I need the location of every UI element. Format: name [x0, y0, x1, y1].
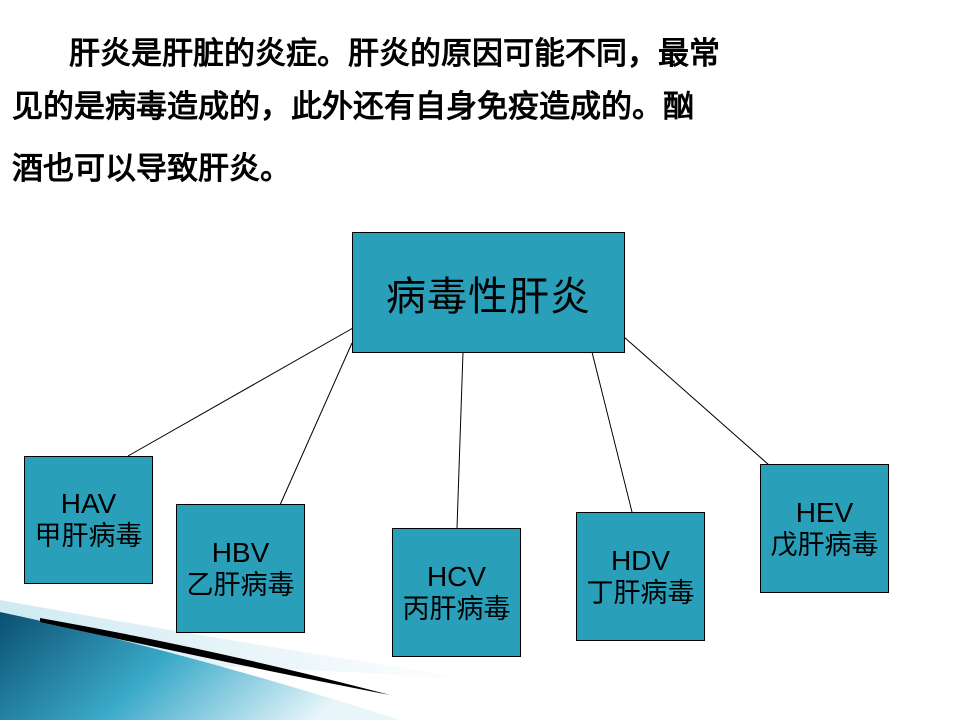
node-hav: HAV 甲肝病毒 — [24, 456, 153, 584]
node-name: 丙肝病毒 — [402, 593, 511, 625]
intro-line-1: 肝炎是肝脏的炎症。肝炎的原因可能不同，最常 — [69, 36, 720, 72]
node-code: HBV — [211, 536, 270, 568]
node-name: 甲肝病毒 — [34, 521, 143, 552]
connector-hav — [127, 327, 354, 457]
node-hbv: HBV 乙肝病毒 — [176, 504, 305, 633]
blue-swoosh — [0, 612, 400, 720]
node-hcv: HCV 丙肝病毒 — [392, 528, 521, 657]
node-name: 戊肝病毒 — [770, 529, 879, 561]
root-label: 病毒性肝炎 — [386, 273, 591, 320]
intro-line-2: 见的是病毒造成的，此外还有自身免疫造成的。酗 — [12, 89, 694, 125]
root-node: 病毒性肝炎 — [352, 232, 625, 353]
node-hdv: HDV 丁肝病毒 — [576, 512, 705, 641]
node-code: HCV — [426, 560, 487, 592]
intro-line-3: 酒也可以导致肝炎。 — [12, 151, 291, 187]
connector-hbv — [279, 342, 353, 506]
node-name: 乙肝病毒 — [186, 569, 295, 601]
node-code: HAV — [60, 488, 117, 519]
connector-hcv — [456, 351, 464, 529]
node-code: HEV — [795, 496, 854, 528]
node-hev: HEV 戊肝病毒 — [760, 464, 889, 593]
connector-hev — [623, 336, 770, 466]
connector-hdv — [591, 351, 633, 513]
node-code: HDV — [610, 544, 671, 576]
black-swoosh — [40, 618, 390, 695]
node-name: 丁肝病毒 — [586, 577, 695, 609]
